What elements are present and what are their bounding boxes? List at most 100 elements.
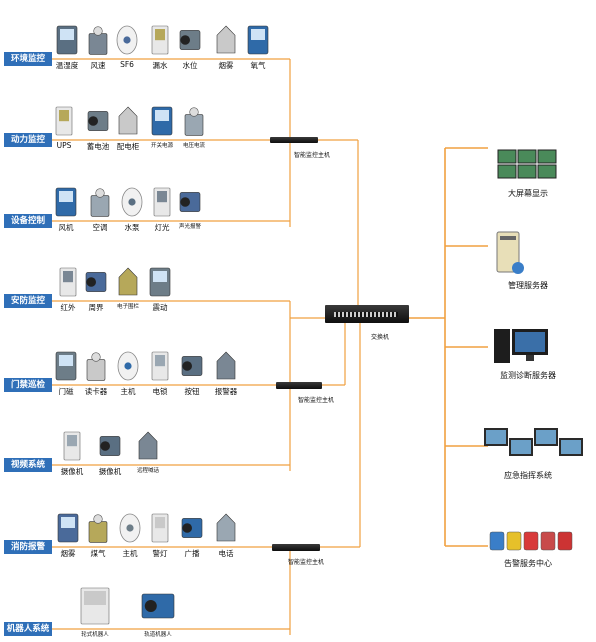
device-label: 配电柜 xyxy=(116,142,140,151)
sf6-sensor-icon xyxy=(116,25,138,55)
device-label: 风机 xyxy=(58,223,74,232)
switch-ports xyxy=(334,312,398,317)
device-label: 远程喊话 xyxy=(136,468,160,474)
device-label: 漏水 xyxy=(152,61,168,70)
device-label: 读卡器 xyxy=(84,387,108,396)
alarm-icon xyxy=(216,351,236,380)
category-label: 环境监控 xyxy=(4,52,52,66)
device-label: 主机 xyxy=(120,387,136,396)
exit-button-icon xyxy=(181,356,203,376)
device-label: 周界 xyxy=(88,303,104,312)
switch-label: 交换机 xyxy=(370,334,390,341)
device-label: 电压电流 xyxy=(182,143,206,149)
bullet-camera-icon xyxy=(63,431,81,461)
fire-panel-icon xyxy=(119,513,141,543)
category-label: 消防报警 xyxy=(4,540,52,554)
gas-detector-icon xyxy=(88,514,108,543)
device-label: 主机 xyxy=(122,549,138,558)
device-label: 烟雾 xyxy=(60,549,76,558)
device-label: 电子围栏 xyxy=(116,304,140,310)
output-label: 应急指挥系统 xyxy=(504,471,552,480)
wheeled-robot-icon xyxy=(80,587,110,625)
device-label: SF6 xyxy=(120,60,134,69)
device-label: 广播 xyxy=(184,549,200,558)
fire-phone-icon xyxy=(216,513,236,542)
oxygen-sensor-icon xyxy=(247,25,269,55)
ups-icon xyxy=(55,106,73,136)
hub-label: 智能监控主机 xyxy=(287,559,325,566)
card-reader-icon xyxy=(86,352,106,381)
category-label: 安防监控 xyxy=(4,294,52,308)
device-label: 轮式机器人 xyxy=(81,632,109,638)
light-bulb-icon xyxy=(153,187,171,217)
vibration-sensor-icon xyxy=(149,267,171,297)
device-label: UPS xyxy=(56,141,72,150)
anemometer-icon xyxy=(88,26,108,55)
device-label: 报警器 xyxy=(214,387,238,396)
power-supply-icon xyxy=(151,106,173,136)
device-label: 烟雾 xyxy=(218,61,234,70)
category-label: 动力监控 xyxy=(4,133,52,147)
middle-monitoring-host xyxy=(276,382,322,389)
water-pump-icon xyxy=(121,187,143,217)
door-magnet-icon xyxy=(55,351,77,381)
fan-icon xyxy=(55,187,77,217)
device-label: 煤气 xyxy=(90,549,106,558)
device-label: 摄像机 xyxy=(60,467,84,476)
voltage-current-sensor-icon xyxy=(184,107,204,136)
device-label: 开关电源 xyxy=(150,143,174,149)
category-label: 设备控制 xyxy=(4,214,52,228)
alarm-center-icon xyxy=(489,531,573,551)
water-level-sensor-icon xyxy=(179,30,201,50)
device-label: 空调 xyxy=(92,223,108,232)
video-wall-icon xyxy=(497,149,557,179)
output-label: 监测诊断服务器 xyxy=(500,371,556,380)
device-label: 震动 xyxy=(152,303,168,312)
ptz-camera-icon xyxy=(99,436,121,456)
device-label: 门磁 xyxy=(58,387,74,396)
device-label: 蓄电池 xyxy=(86,142,110,151)
electric-lock-icon xyxy=(151,351,169,381)
top-monitoring-host xyxy=(270,137,318,143)
device-label: 轨道机器人 xyxy=(144,632,172,638)
loudspeaker-icon xyxy=(138,431,158,460)
output-label: 告警服务中心 xyxy=(504,559,552,568)
device-label: 灯光 xyxy=(154,223,170,232)
device-label: 氧气 xyxy=(250,61,266,70)
device-label: 电话 xyxy=(218,549,234,558)
battery-icon xyxy=(87,111,109,131)
hub-label: 智能监控主机 xyxy=(297,397,335,404)
water-leak-sensor-icon xyxy=(151,25,169,55)
device-label: 电锁 xyxy=(152,387,168,396)
rail-robot-icon xyxy=(141,593,175,619)
device-label: 红外 xyxy=(60,303,76,312)
category-label: 视频系统 xyxy=(4,458,52,472)
diagnostic-server-icon xyxy=(494,329,548,363)
device-label: 水位 xyxy=(182,61,198,70)
electric-fence-icon xyxy=(118,267,138,296)
device-label: 按钮 xyxy=(184,387,200,396)
distribution-cabinet-icon xyxy=(118,106,138,135)
smoke-detector-icon xyxy=(216,25,236,54)
warning-light-icon xyxy=(151,513,169,543)
air-conditioner-icon xyxy=(90,188,110,217)
category-label: 机器人系统 xyxy=(4,622,52,636)
device-label: 摄像机 xyxy=(98,467,122,476)
output-label: 管理服务器 xyxy=(508,281,548,290)
hub-label: 智能监控主机 xyxy=(293,152,331,159)
access-controller-icon xyxy=(117,351,139,381)
output-label: 大屏幕显示 xyxy=(508,189,548,198)
smoke-detector-icon xyxy=(57,513,79,543)
management-server-icon xyxy=(496,231,524,274)
bottom-monitoring-host xyxy=(272,544,320,551)
device-label: 水泵 xyxy=(124,223,140,232)
category-label: 门禁巡检 xyxy=(4,378,52,392)
device-label: 警灯 xyxy=(152,549,168,558)
device-label: 风速 xyxy=(90,61,106,70)
emergency-command-icon xyxy=(484,428,583,456)
device-label: 声光报警 xyxy=(178,224,202,230)
perimeter-beam-icon xyxy=(85,272,107,292)
audible-visual-alarm-icon xyxy=(179,192,201,212)
speaker-icon xyxy=(181,518,203,538)
